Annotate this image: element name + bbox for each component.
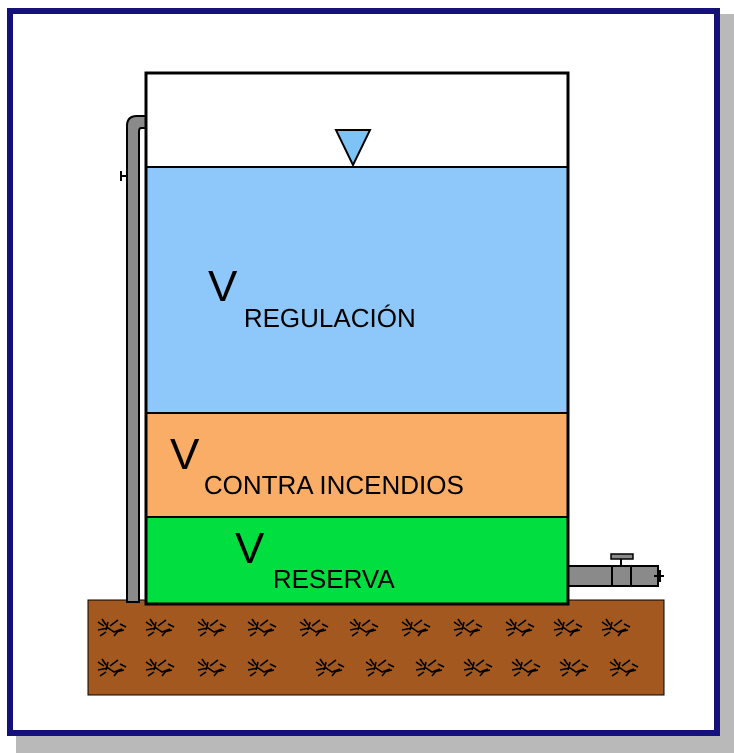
soil-mark-icon xyxy=(505,618,535,637)
soil-texture-icon xyxy=(97,618,639,677)
soil-mark-icon xyxy=(415,658,445,677)
soil-mark-icon xyxy=(197,618,227,637)
soil-mark-icon xyxy=(559,658,589,677)
label-contra-incendios-subscript: CONTRA INCENDIOS xyxy=(204,470,464,500)
soil-mark-icon xyxy=(145,658,175,677)
zone-contra-incendios xyxy=(146,413,568,517)
label-regulacion: V REGULACIÓN xyxy=(208,262,416,333)
soil-mark-icon xyxy=(299,618,329,637)
soil-mark-icon xyxy=(247,658,277,677)
label-contra-incendios: V CONTRA INCENDIOS xyxy=(170,430,464,500)
label-reserva: V RESERVA xyxy=(235,524,395,594)
soil-mark-icon xyxy=(463,658,493,677)
label-reserva-symbol: V xyxy=(235,524,265,573)
gate-valve-icon xyxy=(610,553,634,566)
label-regulacion-subscript: REGULACIÓN xyxy=(244,303,416,333)
soil-mark-icon xyxy=(97,658,127,677)
label-regulacion-symbol: V xyxy=(208,262,238,311)
soil-mark-icon xyxy=(197,658,227,677)
soil-mark-icon xyxy=(349,618,379,637)
soil-mark-icon xyxy=(601,618,631,637)
soil-mark-icon xyxy=(401,618,431,637)
tank-outline xyxy=(144,71,570,606)
label-reserva-subscript: RESERVA xyxy=(273,564,396,594)
soil-mark-icon xyxy=(511,658,541,677)
tank xyxy=(144,71,570,606)
soil-mark-icon xyxy=(145,618,175,637)
soil-mark-icon xyxy=(365,658,395,677)
zone-regulacion xyxy=(146,167,568,413)
water-level-triangle-icon xyxy=(334,129,372,168)
soil-mark-icon xyxy=(97,618,127,637)
soil-mark-icon xyxy=(453,618,483,637)
soil-mark-icon xyxy=(553,618,583,637)
label-contra-incendios-symbol: V xyxy=(170,430,200,479)
riser-pipe xyxy=(120,115,148,603)
outlet-pipe xyxy=(567,553,664,587)
soil-mark-icon xyxy=(315,658,345,677)
soil-mark-icon xyxy=(247,618,277,637)
soil-mark-icon xyxy=(609,658,639,677)
ground xyxy=(87,599,665,696)
zone-reserva xyxy=(146,517,568,604)
